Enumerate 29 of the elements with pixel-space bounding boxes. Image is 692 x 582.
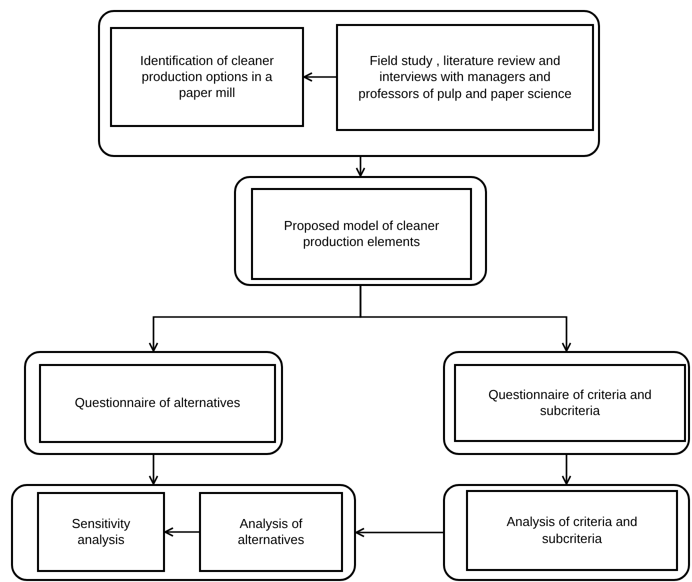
group-frame [98, 10, 600, 157]
group-frame [443, 484, 690, 581]
arrow [562, 455, 572, 485]
box-label: Questionnaire of alternatives [74, 395, 242, 412]
process-box [37, 492, 165, 572]
arrow [148, 455, 158, 485]
box-label: Questionnaire of criteria and subcriteria [487, 386, 653, 420]
arrow [356, 157, 366, 177]
box-label: Identification of cleaner production options in a paper mill [139, 52, 275, 102]
group-frame [11, 484, 356, 581]
process-box [199, 492, 343, 572]
arrow [360, 286, 572, 352]
box-label: Analysis of alternatives [236, 516, 306, 548]
process-box [336, 24, 594, 131]
arrow [303, 72, 336, 82]
group-frame [234, 176, 487, 286]
process-box [39, 364, 276, 443]
process-box [251, 188, 472, 280]
box-label: Sensitivity analysis [70, 516, 132, 548]
arrow [355, 528, 443, 538]
box-label: Field study , literature review and interviews with managers and professors of pulp and paper science [357, 53, 573, 102]
process-box [454, 364, 686, 442]
process-box [110, 27, 304, 127]
arrow [164, 527, 199, 537]
group-frame [443, 351, 690, 455]
box-label: Proposed model of cleaner production elements [282, 218, 440, 250]
process-box [466, 490, 678, 571]
box-label: Analysis of criteria and subcriteria [506, 514, 638, 547]
group-frame [24, 351, 283, 455]
